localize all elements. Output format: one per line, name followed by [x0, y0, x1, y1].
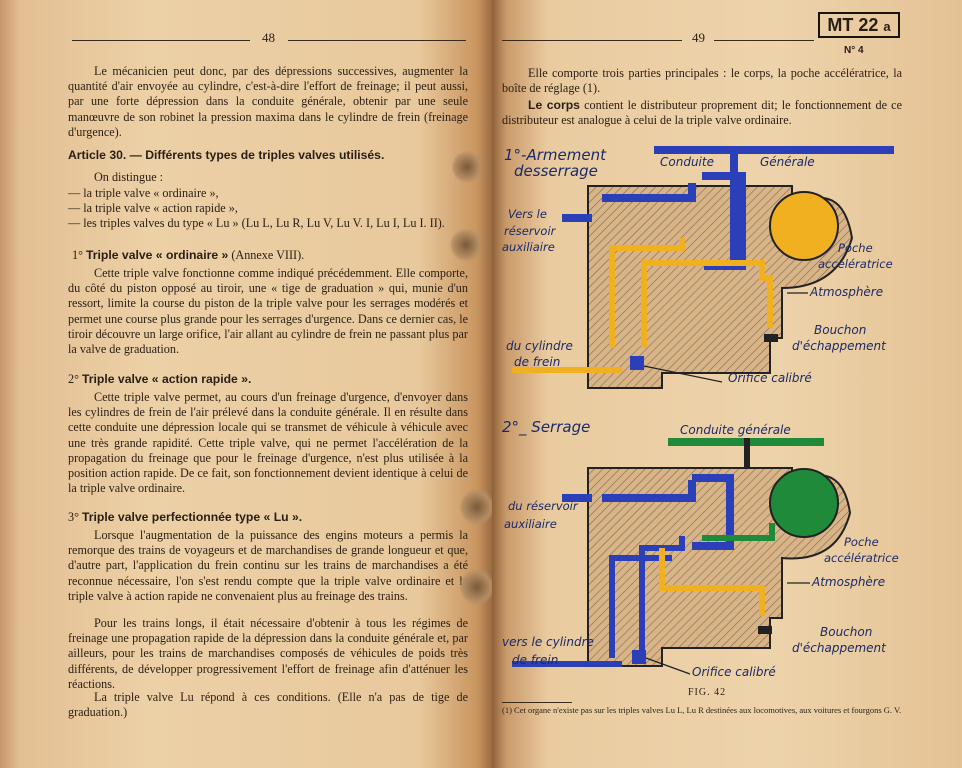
page-number: 49	[692, 30, 705, 45]
label-poche: accélératrice	[824, 551, 899, 565]
diagram-title: desserrage	[514, 162, 598, 180]
badge-suffix: a	[883, 19, 891, 34]
pipe-segment	[641, 260, 773, 348]
label-cylindre: de frein	[514, 355, 560, 369]
label-reservoir: du réservoir	[508, 499, 579, 513]
accelerator-chamber	[769, 191, 839, 261]
label-reservoir: réservoir	[504, 224, 557, 238]
label-poche: Poche	[838, 241, 873, 255]
annex-ref: (Annexe VIII).	[228, 248, 305, 262]
label-orifice: Orifice calibré	[692, 665, 776, 679]
pipe-segment	[659, 548, 765, 616]
pipe-segment	[692, 474, 734, 550]
header-rule-left	[502, 40, 682, 41]
page-number: 48	[262, 30, 275, 45]
figure-caption: FIG. 42	[688, 687, 727, 698]
list-item: — les triples valves du type « Lu » (Lu …	[68, 216, 445, 231]
label-conduite: Conduite	[660, 155, 714, 169]
label-orifice: Orifice calibré	[728, 371, 812, 385]
bold-term: Le corps	[528, 98, 580, 112]
label-atmosphere: Atmosphère	[809, 285, 883, 299]
calibrated-orifice	[630, 356, 644, 370]
section-3-text-1: Lorsque l'augmentation de la puissance d…	[68, 528, 468, 603]
document-number: N° 4	[844, 45, 864, 56]
footnote: (1) Cet organe n'existe pas sur les trip…	[502, 705, 902, 715]
pipe-segment	[609, 555, 672, 658]
label-reservoir: Vers le	[508, 207, 547, 221]
intro-paragraph: Elle comporte trois parties principales …	[502, 66, 902, 96]
label-bouchon: d'échappement	[792, 339, 887, 353]
label-poche: Poche	[844, 535, 879, 549]
punch-hole	[452, 150, 482, 184]
general-pipe	[654, 146, 894, 154]
list-item: — la triple valve « ordinaire »,	[68, 186, 219, 200]
section-title: Triple valve perfectionnée type « Lu ».	[82, 510, 303, 524]
label-cylindre: du cylindre	[506, 339, 573, 353]
pipe-segment	[609, 238, 685, 348]
document-reference-badge: MT 22 a	[818, 12, 900, 38]
body-paragraph: Le corps contient le distributeur propre…	[502, 98, 902, 128]
label-bouchon: d'échappement	[792, 641, 887, 655]
section-number: 3°	[68, 510, 79, 524]
label-cylindre: de frein	[512, 653, 558, 667]
label-bouchon: Bouchon	[814, 323, 866, 337]
punch-hole	[460, 568, 492, 606]
header-rule-right	[714, 40, 814, 41]
calibrated-orifice	[632, 650, 646, 664]
diagram-title: 1°-Armement	[504, 146, 607, 164]
list-item: — la triple valve « action rapide »,	[68, 201, 238, 216]
pipe-segment	[702, 523, 775, 541]
section-title: Triple valve « action rapide ».	[82, 372, 252, 386]
exhaust-plug	[764, 334, 778, 342]
paragraph-rest: contient le distributeur proprement dit;…	[502, 98, 902, 128]
label-reservoir: auxiliaire	[502, 240, 555, 254]
header-rule-left	[72, 40, 250, 41]
accelerator-chamber	[769, 468, 839, 538]
left-page: 48 Le mécanicien peut donc, par des dépr…	[0, 0, 492, 768]
article-title: Article 30. — Différents types de triple…	[68, 148, 385, 162]
types-list: — la triple valve « ordinaire », — la tr…	[68, 186, 468, 232]
section-title: Triple valve « ordinaire »	[86, 248, 229, 262]
distinguish-text: On distingue :	[94, 170, 164, 184]
section-1-text: Cette triple valve fonctionne comme indi…	[68, 266, 468, 357]
intro-paragraph: Le mécanicien peut donc, par des dépress…	[68, 64, 468, 139]
section-number: 1°	[72, 248, 83, 262]
label-atmosphere: Atmosphère	[811, 575, 885, 589]
label-bouchon: Bouchon	[820, 625, 872, 639]
section-1-heading: 1° Triple valve « ordinaire » (Annexe VI…	[72, 248, 304, 263]
diagram-armement: 1°-Armement desserrage Conduite Générale…	[502, 146, 894, 389]
footnote-rule	[502, 702, 572, 703]
section-3-text-2: Pour les trains longs, il était nécessai…	[68, 616, 468, 691]
pipe-segment	[730, 146, 738, 266]
pipe-segment	[602, 480, 696, 502]
label-cylindre: vers le cylindre	[502, 635, 594, 649]
leader-line	[645, 657, 691, 675]
diagram-serrage: 2°_ Serrage Conduite générale du réservo…	[502, 418, 899, 679]
section-number: 2°	[68, 372, 79, 386]
label-poche: accélératrice	[818, 257, 893, 271]
punch-hole	[460, 488, 492, 526]
section-3-text-3: La triple valve Lu répond à ces conditio…	[68, 690, 468, 720]
section-3-heading: 3° Triple valve perfectionnée type « Lu …	[68, 510, 302, 525]
reservoir-outlet	[562, 214, 592, 222]
right-page: 49 MT 22 a N° 4 Elle comporte trois part…	[492, 0, 962, 768]
header-rule-right	[288, 40, 466, 41]
exhaust-plug	[758, 626, 772, 634]
section-2-text: Cette triple valve permet, au cours d'un…	[68, 390, 468, 496]
punch-hole	[450, 228, 482, 262]
reservoir-outlet	[562, 494, 592, 502]
label-conduite-generale: Conduite générale	[680, 423, 791, 437]
figure-42-diagram: 1°-Armement desserrage Conduite Générale…	[502, 146, 899, 679]
label-reservoir: auxiliaire	[504, 517, 557, 531]
pipe-segment	[602, 183, 696, 202]
section-2-heading: 2° Triple valve « action rapide ».	[68, 372, 251, 387]
leader-line	[643, 365, 723, 383]
badge-code: MT 22	[827, 15, 879, 35]
pipe-segment	[744, 438, 750, 474]
diagram-title: 2°_ Serrage	[502, 418, 590, 437]
label-generale: Générale	[760, 155, 815, 169]
